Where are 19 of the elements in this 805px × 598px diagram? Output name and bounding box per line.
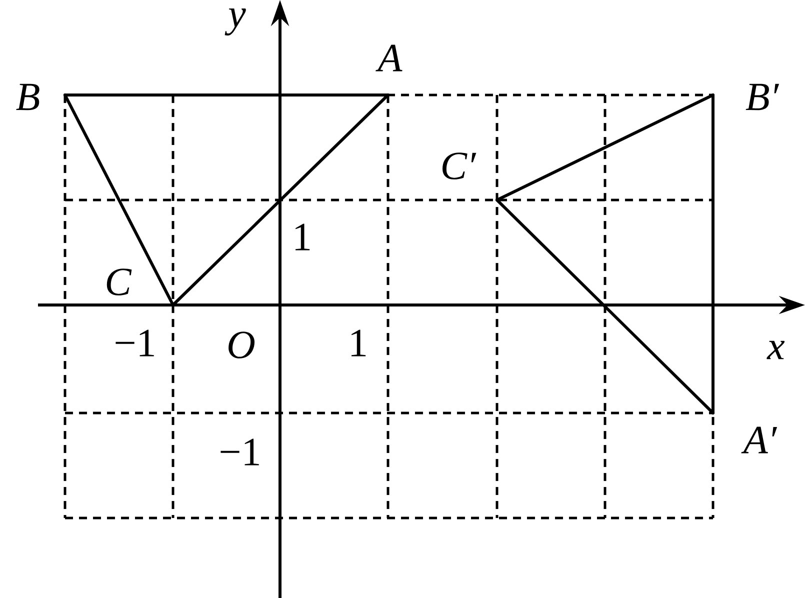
triangle-side [496, 94, 714, 202]
vertex-label: B′ [746, 84, 780, 110]
axis-label: −1 [220, 438, 259, 466]
axis-label: y [224, 8, 246, 36]
triangle-side [172, 94, 390, 306]
axis-label: 1 [352, 330, 366, 356]
axis-label: −1 [116, 330, 154, 356]
axis-label: 1 [296, 224, 310, 250]
vertex-label: C′ [442, 152, 476, 180]
triangle-side [712, 94, 714, 414]
vertex-label: C [106, 268, 132, 296]
triangle-side [64, 94, 174, 306]
axis-label: O [228, 332, 254, 358]
vertex-label: A′ [741, 426, 778, 454]
vertex-label: A [376, 44, 402, 72]
triangle-side [64, 94, 390, 96]
axis-label: x [766, 340, 785, 360]
triangle-side [496, 198, 714, 414]
vertex-label: B [16, 84, 40, 110]
